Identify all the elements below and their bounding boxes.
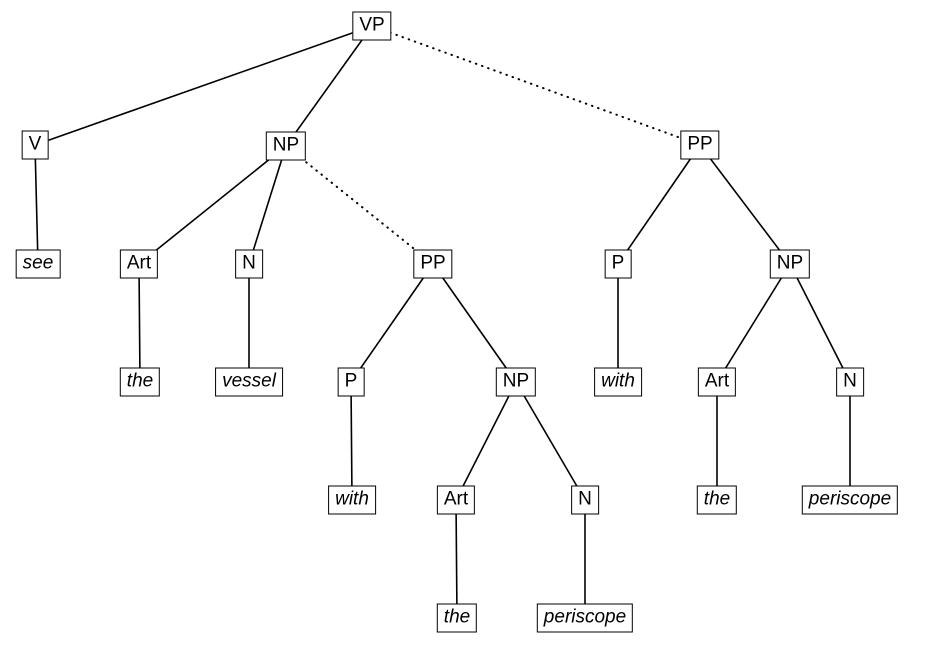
tree-edge-solid xyxy=(515,381,586,501)
tree-edge-solid xyxy=(455,381,517,501)
category-node-np2: NP xyxy=(495,367,537,397)
category-node-n2: N xyxy=(571,485,599,515)
tree-edge-solid xyxy=(138,263,141,383)
tree-edge-solid xyxy=(455,499,458,619)
category-node-p2: P xyxy=(604,249,632,279)
tree-edge-solid xyxy=(248,145,287,265)
terminal-node-the2: the xyxy=(436,603,478,633)
tree-edge-solid xyxy=(350,263,434,383)
terminal-node-the1: the xyxy=(119,367,161,397)
category-node-art2: Art xyxy=(436,485,476,515)
category-node-pp1: PP xyxy=(413,249,453,279)
tree-edge-dotted xyxy=(371,25,701,146)
terminal-node-periscope1: periscope xyxy=(536,603,634,633)
tree-edge-solid xyxy=(432,263,517,383)
category-node-np1: NP xyxy=(265,131,307,161)
category-node-pp2: PP xyxy=(680,130,720,160)
category-node-art1: Art xyxy=(119,249,159,279)
tree-edge-dotted xyxy=(285,145,434,265)
category-node-n3: N xyxy=(836,367,864,397)
tree-edge-solid xyxy=(789,263,851,383)
category-node-n1: N xyxy=(235,249,263,279)
category-node-vp: VP xyxy=(352,11,392,41)
tree-edge-solid xyxy=(285,25,373,147)
terminal-node-the3: the xyxy=(696,485,738,515)
terminal-node-with1: with xyxy=(328,485,376,515)
terminal-node-periscope2: periscope xyxy=(801,485,899,515)
category-node-art3: Art xyxy=(697,367,737,397)
tree-edge-solid xyxy=(617,144,701,265)
tree-edge-solid xyxy=(350,381,353,501)
category-node-v: V xyxy=(21,130,49,160)
tree-edge-solid xyxy=(34,25,373,146)
tree-edge-solid xyxy=(138,145,287,265)
terminal-node-with2: with xyxy=(594,367,642,397)
tree-edge-solid xyxy=(716,263,791,383)
tree-edge-solid xyxy=(34,144,39,265)
category-node-p1: P xyxy=(337,367,365,397)
category-node-np3: NP xyxy=(769,249,811,279)
terminal-node-see: see xyxy=(15,249,61,279)
tree-edge-solid xyxy=(699,144,791,265)
terminal-node-vessel: vessel xyxy=(215,367,283,397)
